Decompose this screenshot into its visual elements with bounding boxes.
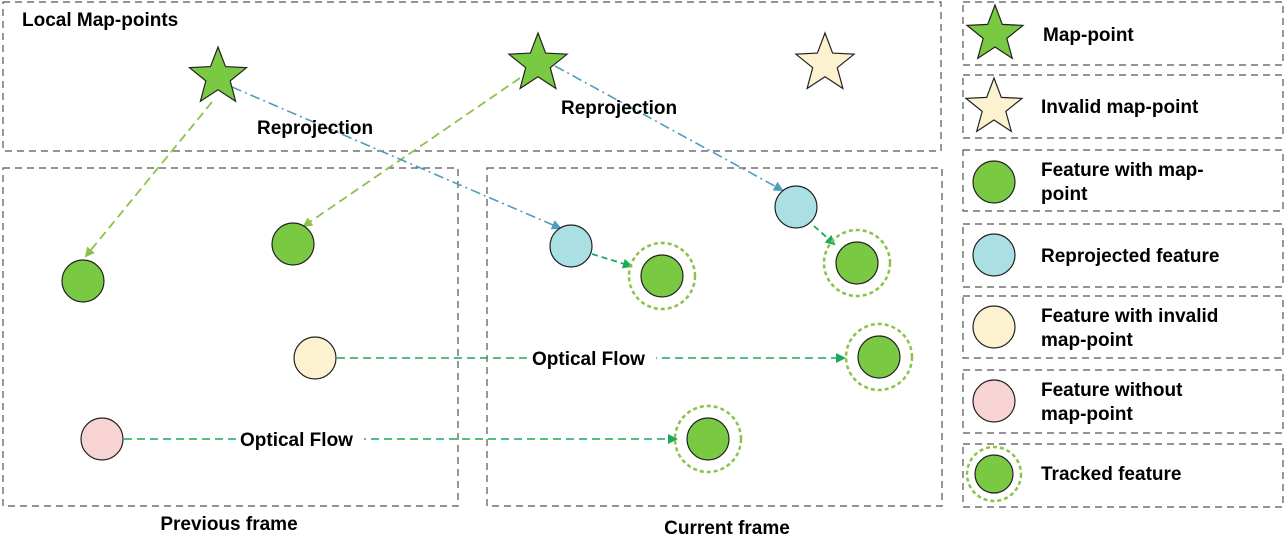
star-icon	[965, 3, 1025, 60]
previous-frame-box	[2, 167, 459, 507]
mappoint-star-1	[187, 45, 249, 103]
reprojected-feature	[549, 224, 593, 268]
legend-item-tracked-feature: Tracked feature	[962, 443, 1284, 508]
mappoint-arrow-middle	[302, 77, 521, 228]
feature-with-invalid-mappoint	[293, 336, 337, 380]
reprojected-feature	[774, 185, 818, 229]
local-mappoints-title: Local Map-points	[22, 10, 178, 31]
reprojection-arrow-1	[231, 86, 562, 230]
legend-label: Tracked feature	[1041, 464, 1181, 485]
ring-icon	[965, 445, 1023, 503]
legend-label: Feature with invalid	[1041, 306, 1218, 327]
circle-icon	[974, 454, 1014, 494]
legend-label: Reprojected feature	[1041, 246, 1219, 267]
mappoint-arrow-left	[84, 101, 213, 258]
current-frame-caption: Current frame	[664, 518, 790, 539]
legend-label: map-point	[1041, 404, 1133, 425]
legend-label: map-point	[1041, 330, 1133, 351]
feature-with-mappoint	[61, 259, 105, 303]
tracked-feature	[844, 322, 914, 392]
legend-label: Invalid map-point	[1041, 97, 1199, 118]
tracking-arrow-2	[813, 225, 836, 246]
legend-item-mappoint: Map-point	[962, 1, 1284, 66]
tracked-feature	[822, 228, 892, 298]
reprojection-label-2: Reprojection	[561, 98, 677, 119]
previous-frame-caption: Previous frame	[160, 514, 297, 535]
optical-flow-label-1: Optical Flow	[532, 349, 645, 370]
tracked-feature	[627, 241, 697, 311]
mappoint-star-2	[507, 31, 569, 90]
legend-label: Feature without	[1041, 380, 1183, 401]
circle-icon	[972, 305, 1016, 349]
legend-label: Feature with map-	[1041, 160, 1204, 181]
legend-item-invalid-mappoint: Invalid map-point	[962, 74, 1284, 139]
invalid-mappoint-star	[794, 31, 856, 90]
circle-icon	[972, 379, 1016, 423]
local-mappoints-frame	[2, 1, 942, 152]
legend-label: point	[1041, 184, 1088, 205]
tracking-arrow-1	[591, 253, 633, 269]
optical-flow-label-2: Optical Flow	[240, 430, 353, 451]
reprojection-label-1: Reprojection	[257, 118, 373, 139]
star-icon	[964, 76, 1024, 133]
circle-icon	[972, 160, 1016, 204]
legend-item-feature-without-mappoint: Feature without map-point	[962, 369, 1284, 434]
legend-label: Map-point	[1043, 25, 1134, 46]
feature-without-mappoint	[80, 417, 124, 461]
reprojection-arrow-2	[554, 65, 784, 191]
legend-item-feature-with-invalid-mappoint: Feature with invalid map-point	[962, 295, 1284, 359]
feature-with-mappoint	[271, 222, 315, 266]
tracked-feature	[673, 404, 743, 474]
legend-item-feature-with-mappoint: Feature with map- point	[962, 149, 1284, 212]
legend: Map-point Invalid map-point Feature with…	[962, 1, 1284, 508]
current-frame-box	[486, 167, 943, 507]
legend-item-reprojected-feature: Reprojected feature	[962, 223, 1284, 288]
circle-icon	[972, 233, 1016, 277]
